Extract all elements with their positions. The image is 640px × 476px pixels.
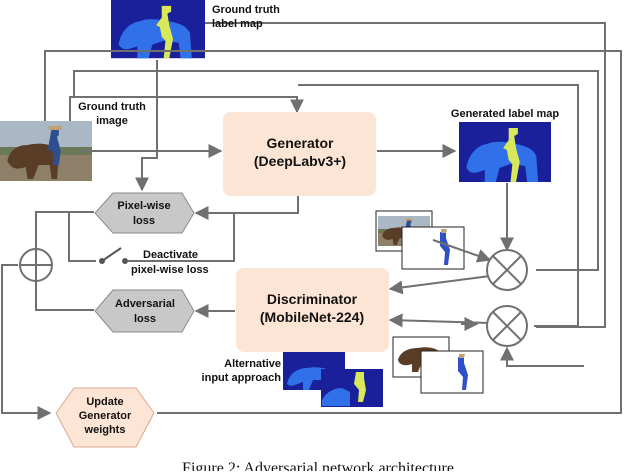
- discriminator-subtitle: (MobileNet-224): [260, 309, 364, 325]
- pair-2-label: [420, 350, 484, 394]
- generated-label-map-image: [459, 122, 551, 182]
- gt-label-map-title-2: label map: [212, 18, 263, 30]
- gt-image-photo: [0, 121, 92, 181]
- update-label-1: Update: [86, 396, 123, 408]
- concat-node-2: [486, 305, 528, 347]
- generator-title: Generator: [267, 135, 334, 151]
- adv-loss-label-2: loss: [134, 313, 156, 325]
- adversarial-loss-block: Adversarial loss: [94, 289, 195, 333]
- alternative-label-1: Alternative: [224, 358, 281, 370]
- pixel-loss-label-2: loss: [133, 215, 155, 227]
- deactivate-label-2: pixel-wise loss: [131, 264, 209, 276]
- discriminator-title: Discriminator: [267, 291, 358, 307]
- gt-label-map-title-1: Ground truth: [212, 4, 280, 16]
- gt-label-map-image: [111, 0, 205, 59]
- alternative-input-images: [283, 352, 383, 407]
- sum-node: [19, 248, 53, 282]
- deactivate-switch[interactable]: [99, 247, 128, 264]
- update-label-2: Generator: [79, 410, 132, 422]
- update-label-3: weights: [84, 424, 126, 436]
- concat-node-1: [486, 249, 528, 291]
- discriminator-block: Discriminator (MobileNet-224): [236, 268, 389, 352]
- generator-block: Generator (DeepLabv3+): [223, 112, 376, 196]
- alternative-label-2: input approach: [202, 372, 282, 384]
- figure-caption: Figure 2: Adversarial network architectu…: [182, 460, 458, 471]
- generated-label-map-title: Generated label map: [451, 108, 559, 120]
- pixel-loss-label-1: Pixel-wise: [117, 200, 170, 212]
- connection-lines: [1, 22, 622, 420]
- deactivate-label-1: Deactivate: [143, 249, 198, 261]
- generator-subtitle: (DeepLabv3+): [254, 153, 346, 169]
- update-weights-block: Update Generator weights: [55, 387, 155, 448]
- gt-image-title-1: Ground truth: [78, 101, 146, 113]
- pixel-loss-block: Pixel-wise loss: [94, 192, 195, 234]
- adv-loss-label-1: Adversarial: [115, 298, 175, 310]
- gt-image-title-2: image: [96, 115, 128, 127]
